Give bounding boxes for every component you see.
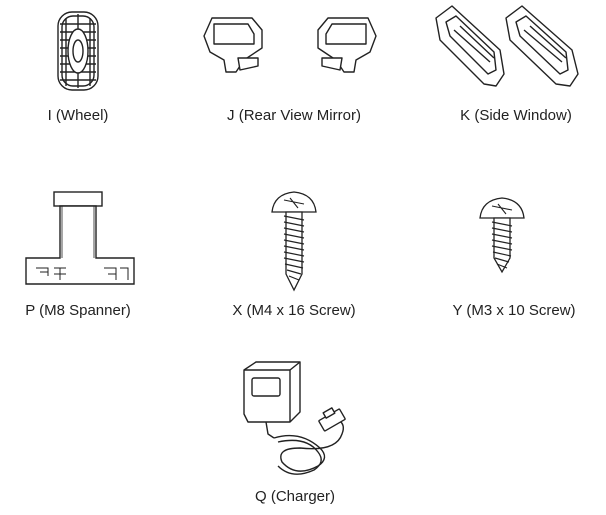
caption-spanner: P (M8 Spanner) [25, 302, 131, 319]
caption-m3-screw: Y (M3 x 10 Screw) [452, 302, 576, 319]
caption-m4-screw: X (M4 x 16 Screw) [232, 302, 356, 319]
caption-charger: Q (Charger) [254, 488, 336, 505]
caption-side-window: K (Side Window) [460, 107, 572, 124]
caption-rear-view-mirror: J (Rear View Mirror) [227, 107, 361, 124]
caption-wheel: I (Wheel) [47, 107, 109, 124]
